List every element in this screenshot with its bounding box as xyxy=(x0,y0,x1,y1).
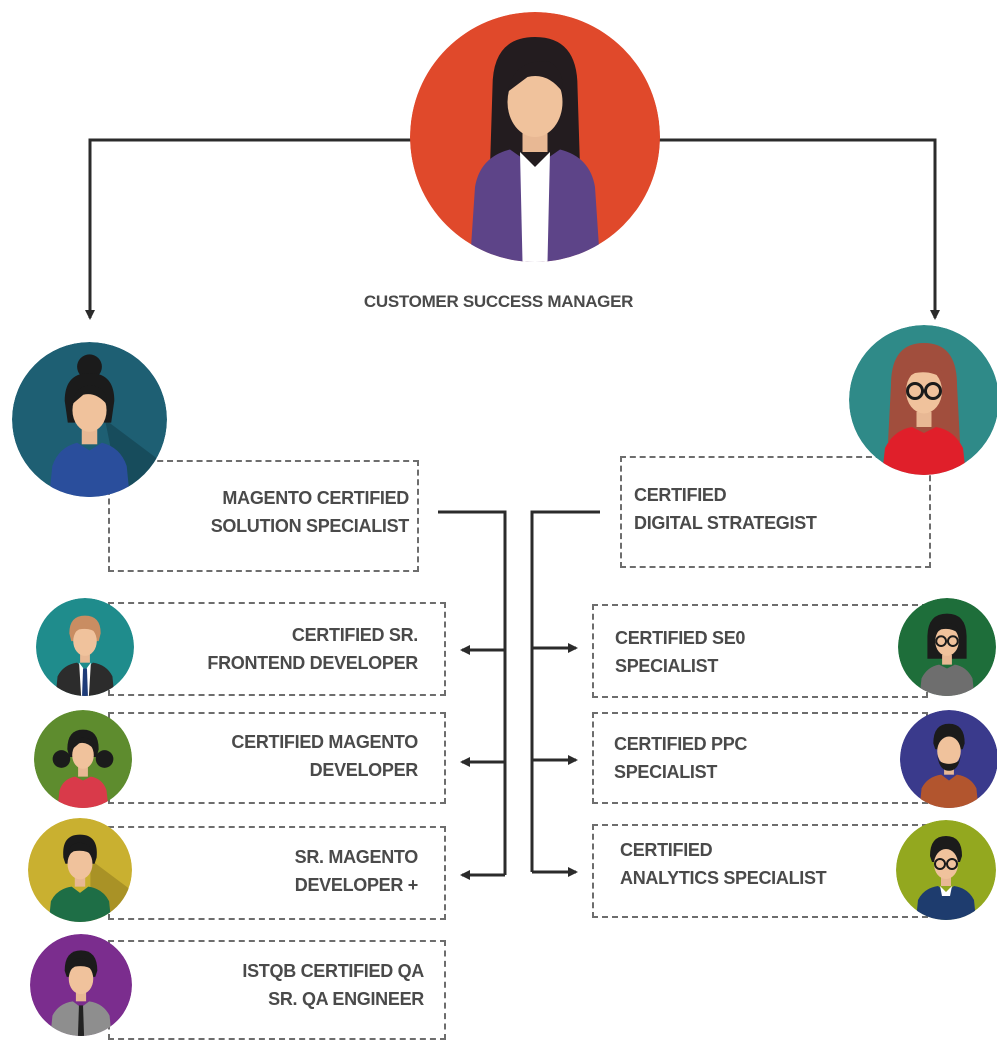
left-member-1-line-2: FRONTEND DEVELOPER xyxy=(207,653,418,673)
left-member-box-2 xyxy=(108,712,446,804)
left-member-3-line-2: DEVELOPER + xyxy=(294,875,419,895)
right-trunk-line xyxy=(530,510,600,872)
right-member-3-label: CERTIFIED ANALYTICS SPECIALIST xyxy=(620,836,890,892)
right-member-3-line-1: CERTIFIED xyxy=(620,840,713,860)
left-lead-box xyxy=(108,460,419,572)
man-green-shirt-icon xyxy=(28,818,132,922)
right-lead-label: CERTIFIED DIGITAL STRATEGIST xyxy=(634,481,919,537)
man-tie-icon xyxy=(30,934,132,1036)
left-member-2-label: CERTIFIED MAGENTO DEVELOPER xyxy=(150,728,418,784)
left-member-4-line-1: ISTQB CERTIFIED QA xyxy=(242,961,424,981)
right-lead-box xyxy=(620,456,931,568)
manager-to-left-arrow xyxy=(85,138,430,320)
woman-glasses-icon xyxy=(849,325,997,475)
manager-title: CUSTOMER SUCCESS MANAGER xyxy=(363,292,634,311)
right-member-2-label: CERTIFIED PPC SPECIALIST xyxy=(614,730,889,786)
right-lead-line-1: CERTIFIED xyxy=(634,485,727,505)
left-member-4-label: ISTQB CERTIFIED QA SR. QA ENGINEER xyxy=(150,957,424,1013)
right-lead-line-2: DIGITAL STRATEGIST xyxy=(634,513,817,533)
left-member-box-3 xyxy=(108,826,446,920)
woman-glasses-dark-icon xyxy=(898,598,996,696)
man-suit-icon xyxy=(36,598,134,696)
left-member-3-line-1: SR. MAGENTO xyxy=(294,847,419,867)
left-member-2-line-2: DEVELOPER xyxy=(309,760,419,780)
left-lead-line-1: MAGENTO CERTIFIED xyxy=(222,488,409,508)
right-member-2-line-2: SPECIALIST xyxy=(614,762,718,782)
left-member-1-line-1: CERTIFIED SR. xyxy=(291,625,418,645)
right-member-3-line-2: ANALYTICS SPECIALIST xyxy=(620,868,827,888)
right-member-1-line-1: CERTIFIED SE0 xyxy=(615,628,746,648)
left-lead-label: MAGENTO CERTIFIED SOLUTION SPECIALIST xyxy=(120,484,410,540)
left-member-box-4 xyxy=(108,940,446,1040)
bearded-man-icon xyxy=(900,710,997,808)
right-member-2-line-1: CERTIFIED PPC xyxy=(614,734,748,754)
right-member-box-2 xyxy=(592,712,928,804)
right-member-1-label: CERTIFIED SE0 SPECIALIST xyxy=(615,624,890,680)
woman-bun-icon xyxy=(12,342,167,497)
right-member-box-1 xyxy=(592,604,928,698)
left-member-box-1 xyxy=(108,602,446,696)
left-member-1-label: CERTIFIED SR. FRONTEND DEVELOPER xyxy=(150,621,418,677)
left-member-3-label: SR. MAGENTO DEVELOPER + xyxy=(150,843,419,899)
left-trunk-line xyxy=(438,510,507,875)
left-lead-line-2: SOLUTION SPECIALIST xyxy=(210,516,410,536)
woman-manager-icon xyxy=(410,12,660,262)
girl-pigtails-icon xyxy=(34,710,132,808)
manager-to-right-arrow xyxy=(655,138,940,320)
right-member-box-3 xyxy=(592,824,928,918)
left-member-2-line-1: CERTIFIED MAGENTO xyxy=(231,732,418,752)
left-member-4-line-2: SR. QA ENGINEER xyxy=(268,989,424,1009)
man-glasses-icon xyxy=(896,820,996,920)
right-member-1-line-2: SPECIALIST xyxy=(615,656,719,676)
